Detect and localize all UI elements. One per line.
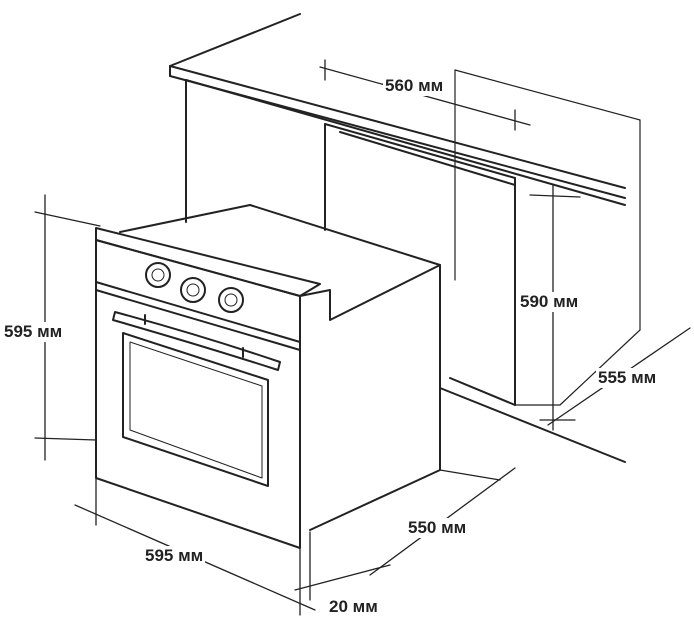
dimension-lines: [34, 59, 691, 616]
cabinet: [185, 79, 626, 463]
door-handle: [112, 311, 281, 371]
dimension-label-front-panel: 20 мм: [327, 597, 380, 617]
dimension-label-niche-width: 560 мм: [383, 76, 446, 96]
dimension-label-oven-depth: 550 мм: [406, 518, 469, 538]
knobs: [145, 262, 244, 313]
niche-outline: [454, 69, 641, 406]
countertop: [169, 13, 626, 206]
dimension-label-niche-height: 590 мм: [518, 292, 581, 312]
dimension-label-niche-depth: 555 мм: [596, 368, 659, 388]
dimension-label-oven-height: 595 мм: [2, 322, 65, 342]
dimension-label-oven-width: 595 мм: [143, 546, 206, 566]
